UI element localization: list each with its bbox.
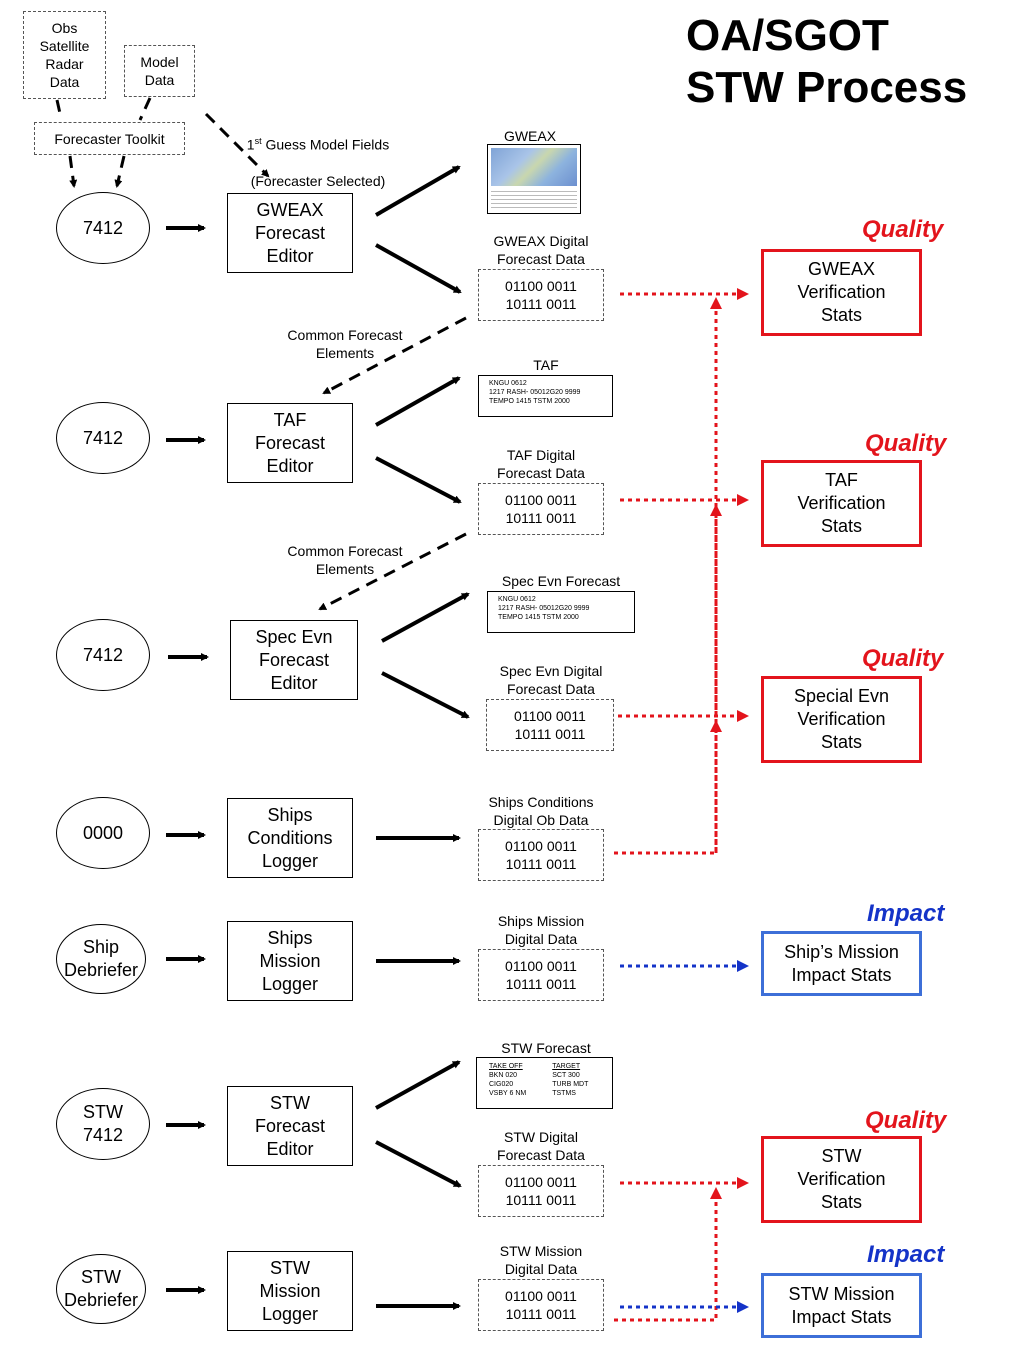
source-oval-ship-debriefer: Ship Debriefer [56, 924, 146, 994]
gweax-forecast-editor: GWEAX Forecast Editor [227, 193, 353, 273]
ships-mission-digital-data: 01100 0011 10111 0011 [478, 949, 604, 1001]
stw-takeoff-body: BKN 020 CIG020 VSBY 6 NM [489, 1072, 527, 1097]
taf-product-text: KNGU 0612 1217 RASH- 05012G20 9999 TEMPO… [478, 375, 613, 417]
gweax-verification-stats: GWEAX Verification Stats [761, 249, 922, 336]
stw-forecast-editor: STW Forecast Editor [227, 1086, 353, 1166]
stw-target-head: TARGET [552, 1063, 581, 1070]
quality-label-stw: Quality [865, 1107, 947, 1134]
forecaster-toolkit-box: Forecaster Toolkit [34, 122, 185, 155]
taf-forecast-editor: TAF Forecast Editor [227, 403, 353, 483]
stw-mission-digital-data: 01100 0011 10111 0011 [478, 1279, 604, 1331]
gweax-map-thumbnail [491, 148, 577, 186]
gweax-digital-data: 01100 0011 10111 0011 [478, 269, 604, 321]
source-oval-stw-debriefer: STW Debriefer [56, 1254, 146, 1324]
first-guess-sup: st [254, 136, 262, 146]
source-oval-spec-evn: 7412 [56, 619, 150, 691]
source-oval-stw: STW 7412 [56, 1088, 150, 1160]
ships-mission-logger: Ships Mission Logger [227, 921, 353, 1001]
spec-evn-product-label: Spec Evn Forecast [501, 573, 621, 589]
stw-digital-label: STW Digital Forecast Data [497, 1129, 585, 1163]
taf-product-label: TAF [533, 357, 559, 373]
taf-digital-label: TAF Digital Forecast Data [497, 447, 585, 481]
spec-evn-digital-label: Spec Evn Digital Forecast Data [499, 663, 603, 697]
stw-takeoff-col: TAKE OFF BKN 020 CIG020 VSBY 6 NM [489, 1062, 526, 1104]
quality-label-gweax: Quality [862, 216, 944, 243]
ships-conditions-digital-label: Ships Conditions Digital Ob Data [488, 794, 594, 828]
common-elements-label-1: Common Forecast Elements [287, 327, 403, 361]
stw-target-body: SCT 300 TURB MDT TSTMS [552, 1072, 589, 1097]
stw-product-label: STW Forecast [501, 1040, 591, 1056]
editor-output-arrows [374, 165, 470, 1310]
quality-label-spec-evn: Quality [862, 645, 944, 672]
ships-mission-impact-stats: Ship’s Mission Impact Stats [761, 931, 922, 996]
gweax-product-thumbnail [487, 144, 581, 214]
source-oval-ships-conditions: 0000 [56, 797, 150, 869]
input-to-editor-arrows [166, 224, 209, 1294]
impact-label-stw: Impact [867, 1241, 945, 1268]
source-oval-gweax: 7412 [56, 192, 150, 264]
common-elements-label-2: Common Forecast Elements [287, 543, 403, 577]
stw-target-col: TARGET SCT 300 TURB MDT TSTMS [552, 1062, 588, 1104]
gweax-table-thumbnail [491, 189, 577, 211]
stw-verification-stats: STW Verification Stats [761, 1136, 922, 1223]
stw-product-text: TAKE OFF BKN 020 CIG020 VSBY 6 NM TARGET S… [476, 1057, 613, 1109]
spec-evn-digital-data: 01100 0011 10111 0011 [486, 699, 614, 751]
taf-digital-data: 01100 0011 10111 0011 [478, 483, 604, 535]
stw-takeoff-head: TAKE OFF [489, 1063, 523, 1070]
stw-mission-logger: STW Mission Logger [227, 1251, 353, 1331]
impact-flow-lines [620, 960, 749, 1313]
source-oval-taf: 7412 [56, 402, 150, 474]
spec-evn-forecast-editor: Spec Evn Forecast Editor [230, 620, 358, 700]
stw-digital-data: 01100 0011 10111 0011 [478, 1165, 604, 1217]
ships-mission-digital-label: Ships Mission Digital Data [497, 913, 585, 947]
page-title: OA/SGOT STW Process [686, 11, 968, 112]
gweax-digital-label: GWEAX Digital Forecast Data [493, 233, 589, 267]
quality-flow-lines [614, 288, 749, 1322]
first-guess-label: 1st Guess Model Fields (Forecaster Selec… [232, 114, 404, 190]
ships-conditions-digital-data: 01100 0011 10111 0011 [478, 829, 604, 881]
stw-mission-digital-label: STW Mission Digital Data [499, 1243, 583, 1277]
gweax-product-label: GWEAX [503, 128, 557, 144]
impact-label-ships: Impact [867, 900, 945, 927]
model-data-box: Model Data [124, 45, 195, 97]
taf-verification-stats: TAF Verification Stats [761, 460, 922, 547]
first-guess-label-2: Guess Model Fields [261, 136, 390, 153]
dashed-input-lines [55, 97, 467, 611]
first-guess-label-1: 1 [246, 136, 255, 153]
stw-mission-impact-stats: STW Mission Impact Stats [761, 1273, 922, 1338]
spec-evn-product-text: KNGU 0612 1217 RASH- 05012G20 9999 TEMPO… [487, 591, 635, 633]
first-guess-label-3: (Forecaster Selected) [250, 172, 386, 189]
quality-label-taf: Quality [865, 430, 947, 457]
ships-conditions-logger: Ships Conditions Logger [227, 798, 353, 878]
special-evn-verification-stats: Special Evn Verification Stats [761, 676, 922, 763]
obs-data-box: Obs Satellite Radar Data [23, 11, 106, 99]
